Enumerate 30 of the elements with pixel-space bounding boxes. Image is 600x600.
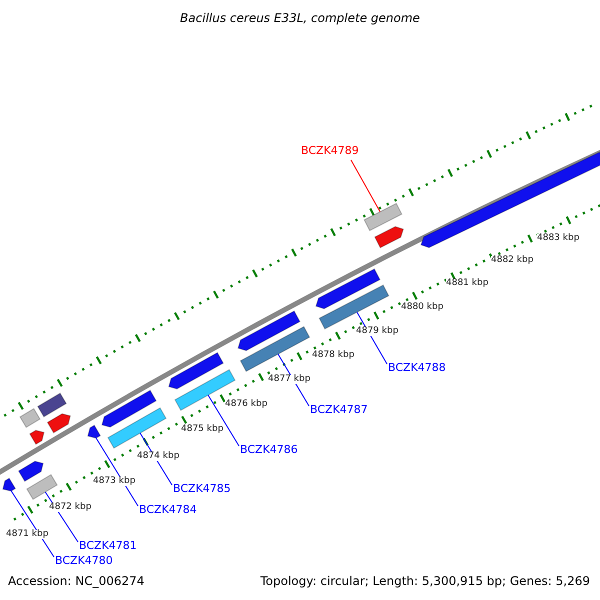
gene-label: BCZK4789: [301, 145, 359, 156]
gene-feature: [107, 407, 167, 449]
leader-line: [10, 490, 54, 558]
gene-feature: [240, 326, 310, 372]
gene-label: BCZK4781: [79, 540, 137, 551]
scale-label: 4883 kbp: [537, 234, 580, 243]
gene-label: BCZK4787: [310, 404, 368, 415]
scale-label: 4879 kbp: [356, 327, 398, 336]
accession-text: Accession: NC_006274: [8, 575, 144, 587]
gene-feature: [364, 202, 402, 232]
scale-label: 4875 kbp: [181, 425, 224, 434]
gene-feature: [26, 474, 58, 500]
gene-feature: [2, 478, 16, 492]
leader-line: [208, 394, 240, 446]
gene-label: BCZK4786: [240, 444, 298, 455]
gene-label: BCZK4788: [388, 362, 446, 373]
gene-label: BCZK4780: [55, 555, 113, 566]
gene-feature: [87, 424, 102, 439]
scale-label: 4878 kbp: [312, 351, 354, 360]
leader-line: [350, 160, 381, 212]
scale-label: 4882 kbp: [491, 256, 534, 265]
scale-label: 4881 kbp: [446, 279, 488, 288]
scale-label: 4876 kbp: [225, 400, 268, 409]
genome-info-text: Topology: circular; Length: 5,300,915 bp; Genes: 5,269: [260, 575, 590, 587]
title: Bacillus cereus E33L, complete genome: [179, 12, 421, 24]
gene-label: BCZK4785: [173, 483, 231, 494]
leader-line: [96, 438, 138, 506]
gene-label: BCZK4784: [139, 504, 197, 515]
scale-label: 4871 kbp: [6, 530, 48, 539]
scale-label: 4873 kbp: [93, 477, 136, 486]
